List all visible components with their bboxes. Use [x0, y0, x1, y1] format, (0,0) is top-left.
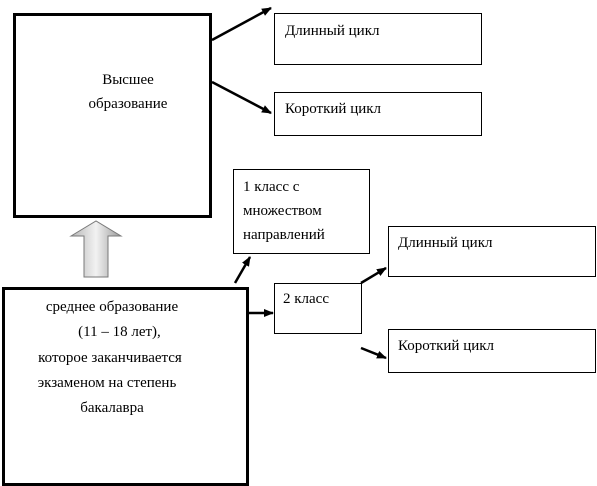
arrow-to-higher-short-cycle — [211, 80, 272, 115]
higher-education-label-line1: Высшее — [102, 72, 154, 88]
class2-short-cycle-box — [388, 329, 596, 373]
higher-short-cycle-label: Короткий цикл — [285, 101, 382, 117]
secondary-education-label-line5: бакалавра — [80, 400, 144, 416]
class-1-label-line3: направлений — [243, 227, 325, 243]
arrow-to-class2-short-cycle — [360, 346, 387, 360]
class2-long-cycle-label: Длинный цикл — [398, 235, 493, 251]
arrow-to-higher-long-cycle — [211, 6, 272, 42]
class2-long-cycle-box — [388, 226, 596, 277]
secondary-education-label-line2: (11 – 18 лет), — [78, 324, 161, 340]
higher-long-cycle-box — [274, 13, 482, 65]
higher-education-label-line2: образование — [88, 96, 168, 112]
arrow-to-class-1 — [233, 256, 252, 284]
class2-short-cycle-label: Короткий цикл — [398, 338, 495, 354]
class-1-box — [233, 169, 370, 254]
secondary-education-label-line3: которое заканчивается — [38, 350, 182, 366]
class-1-label-line1: 1 класс с — [243, 179, 300, 195]
class-1-label-line2: множеством — [243, 203, 322, 219]
arrow-to-class2-long-cycle — [360, 266, 387, 285]
class-2-label: 2 класс — [283, 291, 329, 307]
higher-education-box — [13, 13, 212, 218]
up-arrow — [69, 220, 123, 278]
secondary-education-label-line4: экзаменом на степень — [37, 375, 177, 391]
secondary-education-label-line1: среднее образование — [45, 299, 179, 315]
secondary-education-box — [2, 287, 249, 486]
higher-long-cycle-label: Длинный цикл — [285, 23, 380, 39]
class-2-box — [274, 283, 362, 334]
higher-short-cycle-box — [274, 92, 482, 136]
